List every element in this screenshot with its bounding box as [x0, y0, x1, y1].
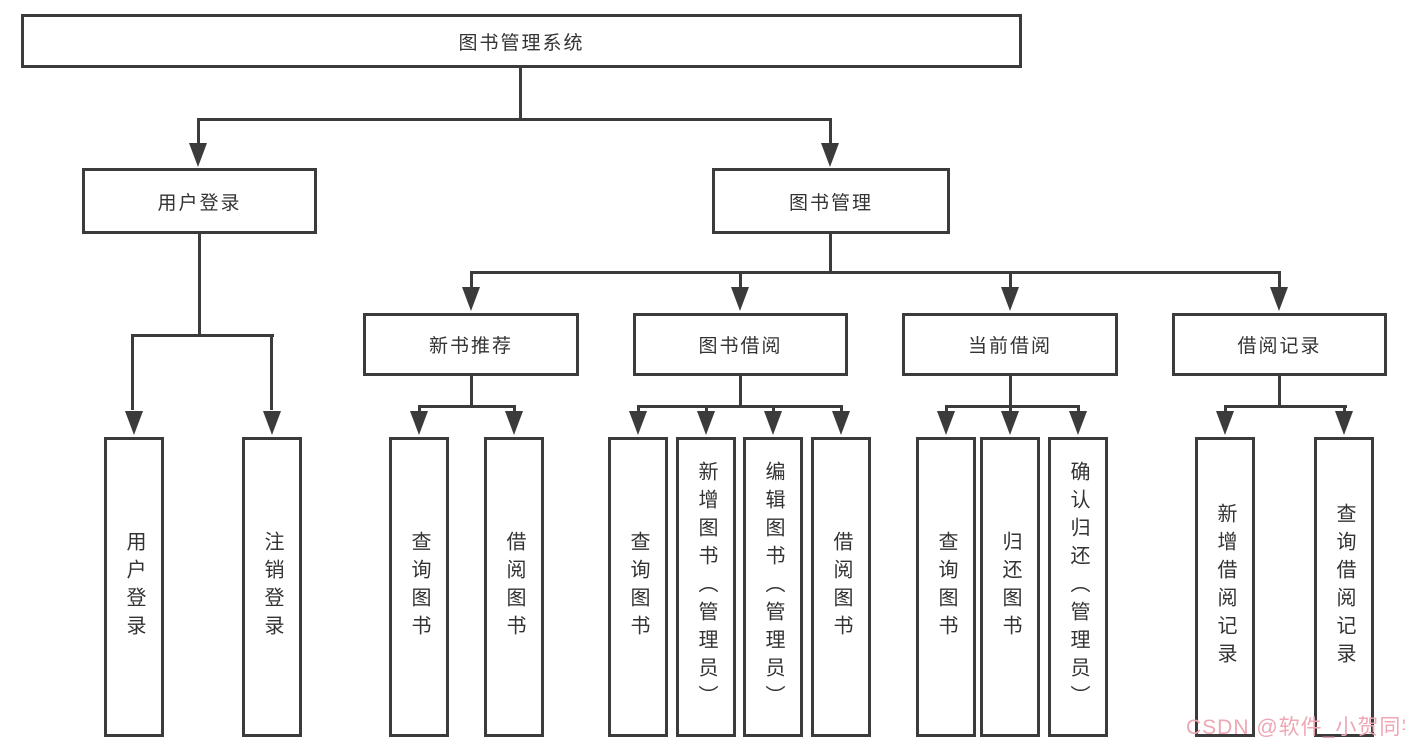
arrow-down-icon [1216, 411, 1234, 435]
arrow-down-icon [832, 411, 850, 435]
leaf-return-book-label: 归还图书 [999, 531, 1021, 643]
leaf-query-book-3-label: 查询图书 [935, 531, 957, 643]
leaf-add-book-admin-label: 新增图书（管理员） [695, 461, 717, 713]
leaf-edit-book-admin: 编辑图书（管理员） [743, 437, 803, 737]
leaf-borrow-book-1-label: 借阅图书 [503, 531, 525, 643]
arrow-down-icon [462, 287, 480, 311]
node-user-login-label: 用户登录 [157, 192, 242, 214]
leaf-user-login-label: 用户登录 [123, 531, 145, 643]
csdn-watermark: CSDN @软件_小贺同学 [1186, 716, 1405, 739]
leaf-add-book-admin: 新增图书（管理员） [676, 437, 736, 737]
connector-borrow-record-leaf2-stem [1343, 407, 1346, 413]
connector-current-borrow-stub [1009, 375, 1012, 407]
arrow-down-icon [1335, 411, 1353, 435]
connector-new-book-leaf2-stem [513, 407, 516, 413]
connector-user-login-stub [198, 233, 201, 336]
connector-book-borrow-stem [739, 273, 742, 289]
connector-borrow-record-horizontal [1224, 405, 1347, 408]
connector-book-borrow-horizontal [637, 405, 843, 408]
connector-root-horizontal [197, 118, 832, 121]
connector-user-login-leaf1-stem [131, 336, 134, 410]
leaf-logout-label: 注销登录 [261, 531, 283, 643]
connector-current-borrow-leaf3-stem [1077, 407, 1080, 413]
arrow-down-icon [125, 411, 143, 435]
connector-book-borrow-leaf3-stem [772, 407, 775, 413]
connector-user-login-horizontal [131, 334, 274, 337]
node-book-management: 图书管理 [712, 168, 950, 234]
node-new-book-recommend-label: 新书推荐 [428, 336, 513, 357]
connector-current-borrow-stem [1009, 273, 1012, 289]
leaf-add-borrow-record-label: 新增借阅记录 [1214, 503, 1236, 671]
arrow-down-icon [263, 411, 281, 435]
leaf-return-book: 归还图书 [980, 437, 1040, 737]
node-library-management-system-label: 图书管理系统 [458, 32, 585, 54]
arrow-down-icon [764, 411, 782, 435]
arrow-down-icon [505, 411, 523, 435]
connector-borrow-record-stub [1278, 375, 1281, 407]
node-borrow-record-label: 借阅记录 [1237, 336, 1322, 357]
connector-root-stub [519, 67, 522, 119]
connector-book-borrow-leaf4-stem [840, 407, 843, 413]
arrow-down-icon [1069, 411, 1087, 435]
node-book-borrow: 图书借阅 [633, 313, 848, 376]
connector-borrow-record-stem [1278, 273, 1281, 289]
arrow-down-icon [937, 411, 955, 435]
connector-book-borrow-stub [739, 375, 742, 407]
arrow-down-icon [189, 143, 207, 167]
leaf-confirm-return-admin-label: 确认归还（管理员） [1067, 461, 1089, 713]
node-book-borrow-label: 图书借阅 [698, 336, 783, 357]
node-book-management-label: 图书管理 [788, 192, 873, 214]
leaf-query-borrow-record: 查询借阅记录 [1314, 437, 1374, 737]
connector-new-book-stub [470, 375, 473, 407]
leaf-add-borrow-record: 新增借阅记录 [1195, 437, 1255, 737]
leaf-query-book-1-label: 查询图书 [408, 531, 430, 643]
connector-book-mgmt-stub [829, 233, 832, 273]
leaf-borrow-book-2-label: 借阅图书 [830, 531, 852, 643]
leaf-borrow-book-2: 借阅图书 [811, 437, 871, 737]
leaf-user-login: 用户登录 [104, 437, 164, 737]
node-library-management-system: 图书管理系统 [21, 14, 1022, 68]
connector-user-login-stem [197, 120, 200, 144]
connector-new-book-horizontal [418, 405, 516, 408]
connector-current-borrow-leaf1-stem [945, 407, 948, 413]
node-current-borrow: 当前借阅 [902, 313, 1118, 376]
connector-book-mgmt-stem [829, 120, 832, 144]
connector-current-borrow-horizontal [945, 405, 1080, 408]
arrow-down-icon [731, 287, 749, 311]
leaf-query-book-2: 查询图书 [608, 437, 668, 737]
leaf-borrow-book-1: 借阅图书 [484, 437, 544, 737]
connector-book-mgmt-horizontal [470, 271, 1281, 274]
arrow-down-icon [697, 411, 715, 435]
arrow-down-icon [410, 411, 428, 435]
leaf-query-book-1: 查询图书 [389, 437, 449, 737]
arrow-down-icon [629, 411, 647, 435]
arrow-down-icon [821, 143, 839, 167]
node-new-book-recommend: 新书推荐 [363, 313, 579, 376]
arrow-down-icon [1001, 287, 1019, 311]
leaf-query-borrow-record-label: 查询借阅记录 [1333, 503, 1355, 671]
leaf-edit-book-admin-label: 编辑图书（管理员） [762, 461, 784, 713]
connector-book-borrow-leaf2-stem [705, 407, 708, 413]
connector-user-login-leaf2-stem [270, 336, 273, 410]
leaf-query-book-3: 查询图书 [916, 437, 976, 737]
connector-book-borrow-leaf1-stem [637, 407, 640, 413]
leaf-query-book-2-label: 查询图书 [627, 531, 649, 643]
connector-new-book-leaf1-stem [418, 407, 421, 413]
arrow-down-icon [1001, 411, 1019, 435]
arrow-down-icon [1270, 287, 1288, 311]
leaf-logout: 注销登录 [242, 437, 302, 737]
leaf-confirm-return-admin: 确认归还（管理员） [1048, 437, 1108, 737]
connector-new-book-stem [470, 273, 473, 289]
node-borrow-record: 借阅记录 [1172, 313, 1387, 376]
node-user-login: 用户登录 [82, 168, 317, 234]
node-current-borrow-label: 当前借阅 [967, 336, 1052, 357]
connector-current-borrow-leaf2-stem [1009, 407, 1012, 413]
connector-borrow-record-leaf1-stem [1224, 407, 1227, 413]
